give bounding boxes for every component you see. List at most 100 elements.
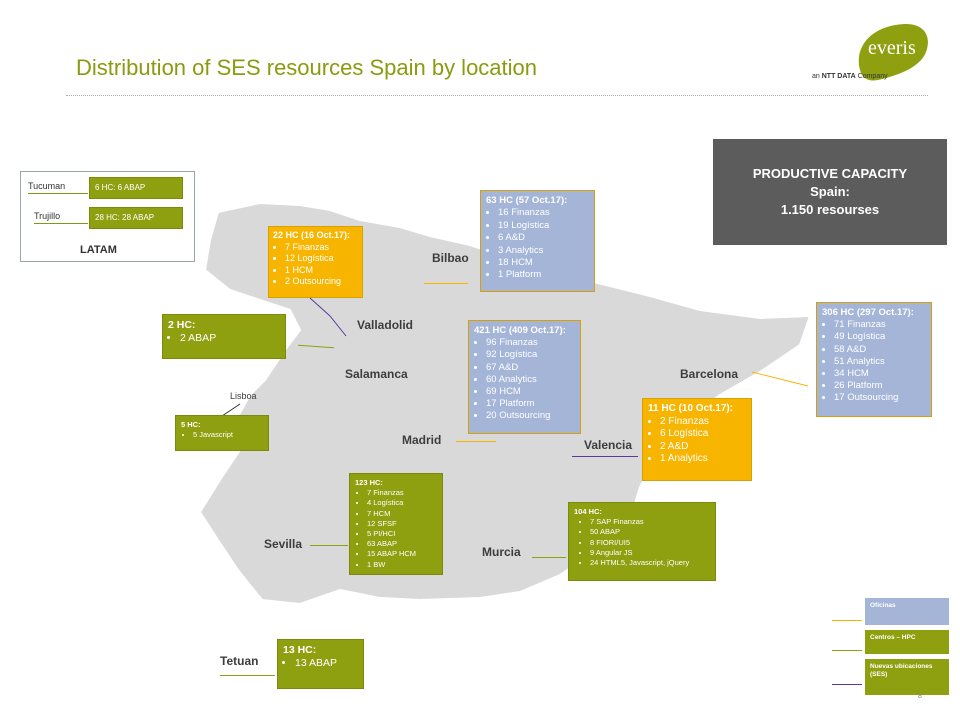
valencia-leader-line [572, 456, 638, 457]
list-item: 3 Analytics [498, 245, 589, 257]
legend-centros-hpc: Centros – HPC [865, 630, 949, 654]
legend-oficinas: Oficinas [865, 598, 949, 625]
list-item: 5 PI/HCI [367, 529, 437, 539]
salamanca-hc: 2 HC: [168, 319, 196, 331]
legend-line-nuevas [832, 684, 862, 685]
madrid-leader-line [456, 441, 496, 442]
lisboa-leader-line [221, 403, 241, 417]
logo-wordmark: everis [868, 37, 916, 59]
valencia-list: 2 Finanzas 6 Logística 2 A&D 1 Analytics [648, 416, 746, 466]
brand-tagline: an NTT DATA Company [812, 73, 888, 80]
list-item: 1 HCM [285, 265, 358, 277]
list-item: 71 Finanzas [834, 319, 926, 331]
list-item: 19 Logística [498, 220, 589, 232]
bilbao-list: 16 Finanzas 19 Logística 6 A&D 3 Analyti… [486, 207, 589, 281]
valladolid-resources-box: 22 HC (16 Oct.17): 7 Finanzas 12 Logísti… [268, 226, 363, 298]
list-item: 6 A&D [498, 232, 589, 244]
capacity-country: Spain: [810, 184, 850, 199]
lisboa-hc: 5 HC: [181, 420, 201, 429]
list-item: 13 ABAP [295, 657, 358, 670]
list-item: 7 HCM [367, 509, 437, 519]
madrid-resources-box: 421 HC (409 Oct.17): 96 Finanzas 92 Logí… [468, 320, 581, 434]
latam-leader-tucuman [28, 193, 88, 194]
list-item: 67 A&D [486, 362, 575, 374]
city-label-murcia: Murcia [482, 545, 521, 559]
lisboa-resources-box: 5 HC: 5 Javascript [175, 415, 269, 451]
list-item: 58 A&D [834, 344, 926, 356]
madrid-list: 96 Finanzas 92 Logística 67 A&D 60 Analy… [474, 337, 575, 422]
city-label-tetuan: Tetuan [220, 654, 259, 668]
list-item: 4 Logística [367, 498, 437, 508]
list-item: 2 Outsourcing [285, 276, 358, 288]
murcia-leader-line [532, 557, 566, 558]
lisboa-list: 5 Javascript [181, 430, 263, 440]
list-item: 18 HCM [498, 257, 589, 269]
list-item: 96 Finanzas [486, 337, 575, 349]
capacity-heading: PRODUCTIVE CAPACITY [752, 166, 908, 181]
valencia-hc: 11 HC (10 Oct.17): [648, 403, 734, 414]
murcia-resources-box: 104 HC: 7 SAP Finanzas 50 ABAP 8 FIORI/U… [568, 502, 716, 581]
bilbao-leader-line [424, 283, 468, 284]
city-label-valencia: Valencia [584, 438, 633, 452]
list-item: 7 SAP Finanzas [590, 517, 710, 527]
list-item: 34 HCM [834, 368, 926, 380]
city-label-barcelona: Barcelona [680, 367, 739, 381]
sevilla-leader-line [310, 545, 348, 546]
list-item: 5 Javascript [193, 430, 263, 440]
valladolid-leader-line [309, 297, 347, 337]
latam-box-tucuman: 6 HC: 6 ABAP [89, 177, 183, 199]
valencia-resources-box: 11 HC (10 Oct.17): 2 Finanzas 6 Logístic… [642, 398, 752, 481]
barcelona-leader-line [751, 371, 809, 387]
list-item: 2 Finanzas [660, 416, 746, 429]
list-item: 49 Logística [834, 331, 926, 343]
city-label-sevilla: Sevilla [264, 537, 303, 551]
list-item: 2 ABAP [180, 332, 280, 345]
title-divider [66, 95, 928, 96]
tetuan-hc: 13 HC: [283, 644, 317, 656]
list-item: 7 Finanzas [367, 488, 437, 498]
latam-panel [20, 171, 195, 262]
latam-box-trujillo: 28 HC: 28 ABAP [89, 207, 183, 229]
everis-logo: everis [858, 23, 928, 81]
salamanca-resources-box: 2 HC: 2 ABAP [162, 314, 286, 359]
list-item: 60 Analytics [486, 374, 575, 386]
valladolid-hc: 22 HC (16 Oct.17): [273, 230, 351, 240]
bilbao-hc: 63 HC (57 Oct.17): [486, 195, 568, 206]
city-label-valladolid: Valladolid [357, 318, 414, 332]
city-label-bilbao: Bilbao [432, 251, 469, 265]
list-item: 51 Analytics [834, 356, 926, 368]
latam-city-trujillo: Trujillo [34, 211, 61, 221]
list-item: 17 Outsourcing [834, 392, 926, 404]
bilbao-resources-box: 63 HC (57 Oct.17): 16 Finanzas 19 Logíst… [480, 190, 595, 292]
tetuan-leader-line [220, 675, 275, 676]
list-item: 69 HCM [486, 386, 575, 398]
list-item: 17 Platform [486, 398, 575, 410]
tetuan-list: 13 ABAP [283, 657, 358, 670]
list-item: 15 ABAP HCM [367, 549, 437, 559]
list-item: 92 Logística [486, 349, 575, 361]
list-item: 50 ABAP [590, 527, 710, 537]
list-item: 24 HTML5, Javascript, jQuery [590, 558, 710, 568]
capacity-total: 1.150 resourses [780, 202, 880, 217]
latam-leader-trujillo [34, 223, 88, 224]
list-item: 1 Analytics [660, 453, 746, 466]
productive-capacity-panel: PRODUCTIVE CAPACITY Spain: 1.150 resours… [713, 139, 947, 245]
city-label-madrid: Madrid [402, 433, 442, 447]
list-item: 63 ABAP [367, 539, 437, 549]
legend-nuevas-ubicaciones: Nuevas ubicaciones (SES) [865, 659, 949, 695]
city-label-lisboa: Lisboa [230, 391, 257, 401]
barcelona-list: 71 Finanzas 49 Logística 58 A&D 51 Analy… [822, 319, 926, 404]
list-item: 9 Angular JS [590, 548, 710, 558]
latam-city-tucuman: Tucuman [28, 181, 66, 191]
list-item: 2 A&D [660, 441, 746, 454]
sevilla-list: 7 Finanzas 4 Logística 7 HCM 12 SFSF 5 P… [355, 488, 437, 570]
city-label-salamanca: Salamanca [345, 367, 408, 381]
murcia-hc: 104 HC: [574, 507, 602, 516]
page-number: 8 [918, 693, 922, 700]
valladolid-list: 7 Finanzas 12 Logística 1 HCM 2 Outsourc… [273, 242, 358, 288]
list-item: 26 Platform [834, 380, 926, 392]
legend-line-centros [832, 650, 862, 651]
list-item: 16 Finanzas [498, 207, 589, 219]
legend-line-oficinas [832, 620, 862, 621]
madrid-hc: 421 HC (409 Oct.17): [474, 325, 566, 336]
